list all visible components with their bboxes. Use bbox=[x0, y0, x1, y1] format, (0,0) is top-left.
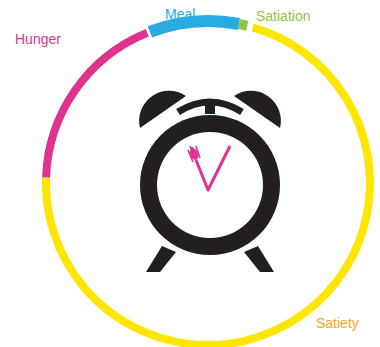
alarm-clock bbox=[139, 91, 281, 272]
satiety-label: Satiety bbox=[316, 316, 359, 330]
satiation-label: Satiation bbox=[256, 9, 310, 23]
hunger-arc bbox=[46, 33, 147, 178]
clock-foot bbox=[244, 246, 274, 272]
fork-hand bbox=[196, 146, 230, 190]
meal-arc bbox=[150, 21, 239, 32]
satiety-arc bbox=[46, 27, 370, 345]
fork-tines bbox=[188, 146, 200, 162]
fork-head bbox=[188, 147, 200, 161]
clock-stem bbox=[205, 100, 215, 114]
meal-label: Meal bbox=[165, 7, 195, 21]
clock-body bbox=[140, 115, 280, 255]
hunger-label: Hunger bbox=[15, 32, 61, 46]
clock-face bbox=[157, 132, 263, 238]
clock-foot bbox=[146, 246, 176, 272]
satiation-arc bbox=[239, 24, 247, 26]
